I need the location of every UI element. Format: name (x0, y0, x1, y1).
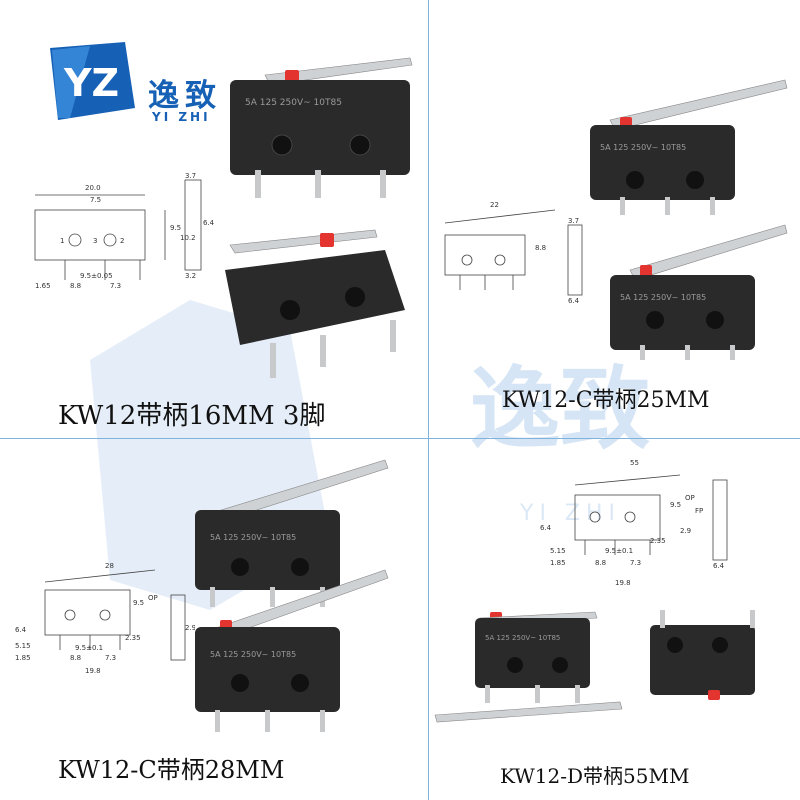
panel-3-caption: KW12-C带柄28MM (58, 756, 285, 784)
dim-p3: 7.3 (110, 282, 121, 290)
brand-name-en: YI ZHI (152, 110, 211, 124)
brand-name-cn: 逸致 (148, 78, 222, 114)
svg-text:8.8: 8.8 (70, 654, 81, 662)
dim-h2: 10.2 (180, 234, 196, 242)
svg-text:6.4: 6.4 (568, 297, 580, 305)
panel-4-caption: KW12-D带柄55MM (500, 764, 690, 788)
dim-h1: 9.5 (170, 224, 181, 232)
panel-4-side-drawing: 6.4 (712, 479, 728, 570)
pin-label-2: 2 (120, 237, 124, 245)
panel-2-caption: KW12-C带柄25MM (502, 388, 710, 413)
panel-1-dimension-drawing: 20.0 7.5 9.5 10.2 1.65 8.8 7.3 9.5±0.05 … (34, 184, 196, 290)
svg-text:9.5±0.1: 9.5±0.1 (605, 547, 633, 555)
svg-text:3.7: 3.7 (185, 172, 196, 180)
svg-text:19.8: 19.8 (85, 667, 101, 675)
dim-p4: 9.5±0.05 (80, 272, 113, 280)
svg-text:1.85: 1.85 (550, 559, 566, 567)
svg-text:5A 125 250V~ 10T85: 5A 125 250V~ 10T85 (485, 634, 560, 642)
logo-letters: YZ (63, 61, 119, 105)
svg-text:6.4: 6.4 (203, 219, 215, 227)
svg-text:28: 28 (105, 562, 114, 570)
panel-1-side-drawing: 3.7 6.4 3.2 (184, 172, 215, 280)
svg-text:2.35: 2.35 (650, 537, 666, 545)
dim-p2: 8.8 (70, 282, 81, 290)
pin-label-3: 3 (93, 237, 97, 245)
svg-text:2.9: 2.9 (680, 527, 691, 535)
brand-logo: YZ (50, 42, 135, 120)
panel-divider-horizontal (0, 438, 800, 439)
svg-text:9.5±0.1: 9.5±0.1 (75, 644, 103, 652)
svg-text:5A 125 250V~ 10T85: 5A 125 250V~ 10T85 (600, 143, 686, 152)
pin-label-1: 1 (60, 237, 64, 245)
svg-text:19.8: 19.8 (615, 579, 631, 587)
svg-text:2.35: 2.35 (125, 634, 141, 642)
svg-text:22: 22 (490, 201, 499, 209)
svg-text:5A 125 250V~ 10T85: 5A 125 250V~ 10T85 (210, 533, 296, 542)
svg-text:6.4: 6.4 (15, 626, 27, 634)
panel-2-dimension-drawing: 22 8.8 (444, 201, 556, 290)
svg-text:FP: FP (695, 507, 703, 515)
svg-text:9.5: 9.5 (133, 599, 144, 607)
svg-text:5A 125 250V~ 10T85: 5A 125 250V~ 10T85 (210, 650, 296, 659)
svg-text:3.2: 3.2 (185, 272, 196, 280)
svg-text:6.4: 6.4 (713, 562, 725, 570)
panel-3-switch-bottom: 5A 125 250V~ 10T85 (195, 569, 389, 732)
panel-3-side-drawing: 2.9 (170, 594, 195, 661)
svg-text:8.8: 8.8 (535, 244, 546, 252)
svg-text:8.8: 8.8 (595, 559, 606, 567)
svg-text:9.5: 9.5 (670, 501, 681, 509)
svg-text:7.3: 7.3 (105, 654, 116, 662)
svg-text:6.4: 6.4 (540, 524, 552, 532)
dim-p1: 1.65 (35, 282, 51, 290)
switch-rating-text: 5A 125 250V~ 10T85 (245, 98, 342, 108)
svg-text:5A 125 250V~ 10T85: 5A 125 250V~ 10T85 (620, 293, 706, 302)
svg-text:OP: OP (148, 594, 158, 602)
svg-text:5.15: 5.15 (15, 642, 31, 650)
svg-text:55: 55 (630, 459, 639, 467)
panel-1-switch-angled (225, 229, 405, 378)
svg-text:2.9: 2.9 (185, 624, 195, 632)
svg-text:OP: OP (685, 494, 695, 502)
panel-3-switch-top: 5A 125 250V~ 10T85 (195, 459, 389, 607)
panel-divider-vertical (428, 0, 429, 800)
svg-text:5.15: 5.15 (550, 547, 566, 555)
panel-1-caption: KW12带柄16MM 3脚 (58, 401, 326, 431)
panel-4-switch-left: 5A 125 250V~ 10T85 (434, 611, 623, 723)
svg-text:3.7: 3.7 (568, 217, 579, 225)
panel-4-dimension-drawing: 55 9.5 OP FP 6.4 5.15 1.85 8.8 7.3 9.5±0… (540, 459, 703, 587)
panel-2-switch-top: 5A 125 250V~ 10T85 (590, 79, 788, 215)
panel-4-switch-right (650, 610, 755, 700)
dim-d1: 7.5 (90, 196, 101, 204)
svg-text:1.85: 1.85 (15, 654, 31, 662)
svg-text:7.3: 7.3 (630, 559, 641, 567)
dim-width: 20.0 (85, 184, 101, 192)
panel-2-side-drawing: 3.7 6.4 (567, 217, 583, 305)
panel-2-switch-bottom: 5A 125 250V~ 10T85 (610, 224, 788, 360)
panel-3-dimension-drawing: 28 9.5 OP 6.4 5.15 1.85 8.8 7.3 9.5±0.1 … (15, 562, 158, 675)
panel-1-switch-top: 5A 125 250V~ 10T85 (230, 57, 413, 198)
